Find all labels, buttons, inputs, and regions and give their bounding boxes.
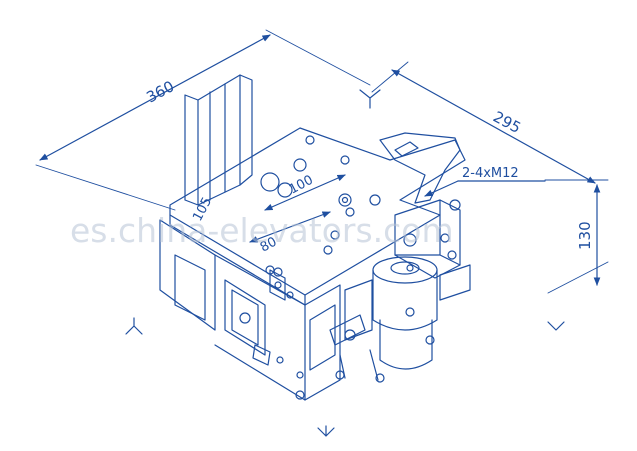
- dimension-295: [371, 61, 596, 184]
- dimension-small: [249, 174, 346, 243]
- callout-label: 2-4xM12: [462, 166, 519, 181]
- dimension-80-label: 80: [258, 235, 280, 256]
- bolts: [265, 193, 355, 275]
- top-plate: [169, 127, 466, 306]
- dimension-130: [544, 179, 609, 294]
- cylinder-actuator: [329, 256, 438, 383]
- arm-bracket: [379, 132, 461, 204]
- side-block: [394, 199, 471, 301]
- watermark: es.china-elevators.com: [70, 211, 454, 250]
- dimension-130-label: 130: [576, 221, 594, 250]
- datum-marks: [125, 89, 565, 437]
- dimension-360-label: 360: [143, 77, 177, 106]
- vertical-rail-bracket: [184, 74, 253, 206]
- dimension-360: [35, 29, 371, 211]
- callout-leader: [424, 180, 546, 197]
- dimension-295-label: 295: [490, 108, 524, 137]
